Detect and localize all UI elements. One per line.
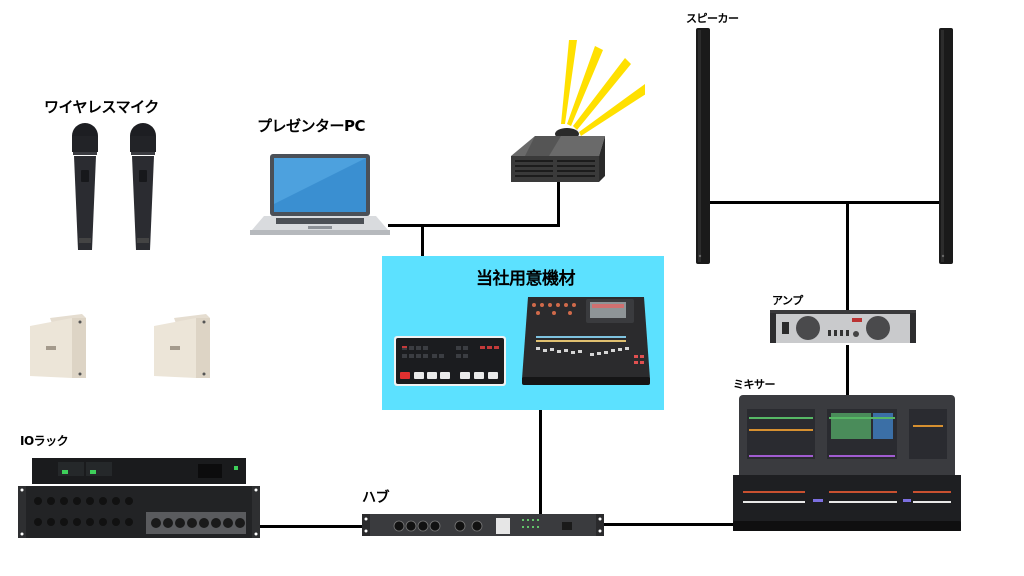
speaker-right[interactable]: [938, 28, 954, 266]
hub-label: ハブ: [362, 490, 390, 506]
company-equipment-label: 当社用意機材: [476, 269, 576, 289]
projector[interactable]: [505, 36, 645, 186]
microphone-icon: [72, 123, 98, 250]
amp-label: アンプ: [772, 294, 803, 307]
presenter-pc-label: プレゼンターPC: [257, 117, 366, 135]
network-hub[interactable]: [362, 514, 604, 538]
presenter-pc[interactable]: [250, 152, 390, 236]
column-speaker-icon: [939, 28, 953, 264]
wire-speaker-amp: [846, 201, 849, 311]
wireless-mic-2[interactable]: [128, 122, 158, 252]
amplifier[interactable]: [770, 310, 916, 346]
wireless-mic-label: ワイヤレスマイク: [44, 98, 159, 116]
wire-hub-mixer: [600, 523, 735, 526]
wire-ioRack-hub: [258, 525, 364, 528]
antenna-icon: [30, 314, 86, 378]
receiver-antenna-1[interactable]: [28, 312, 90, 380]
light-beam: [561, 40, 577, 124]
mixer-console-icon: [522, 297, 650, 385]
mixer-console[interactable]: [733, 395, 961, 537]
wire-speaker-bridge: [708, 201, 942, 204]
light-beam: [567, 46, 603, 126]
amplifier-icon: [770, 310, 916, 343]
laptop-icon: [250, 154, 390, 235]
antenna-icon: [154, 314, 210, 378]
video-switcher[interactable]: [394, 336, 506, 386]
speaker-label: スピーカー: [686, 12, 739, 25]
wireless-mic-1[interactable]: [70, 122, 100, 252]
digital-mixer-small[interactable]: [520, 295, 652, 387]
rack-unit-icon: [18, 458, 260, 538]
mixer-console-icon: [733, 395, 961, 531]
wire-pc-projector: [388, 224, 560, 227]
wire-x32-hub: [539, 386, 542, 516]
io-rack[interactable]: [18, 456, 260, 540]
mixer-label: ミキサー: [733, 378, 776, 391]
speaker-left[interactable]: [695, 28, 711, 266]
video-switcher-icon: [394, 336, 506, 386]
microphone-icon: [130, 123, 156, 250]
light-beam: [579, 84, 645, 136]
column-speaker-icon: [696, 28, 710, 264]
wire-projector-drop: [557, 181, 560, 227]
network-switch-icon: [362, 514, 604, 536]
io-rack-label: IOラック: [20, 434, 69, 448]
light-beam: [573, 58, 631, 130]
receiver-antenna-2[interactable]: [152, 312, 214, 380]
projector-icon: [511, 40, 645, 182]
wire-amp-mixer: [846, 345, 849, 397]
